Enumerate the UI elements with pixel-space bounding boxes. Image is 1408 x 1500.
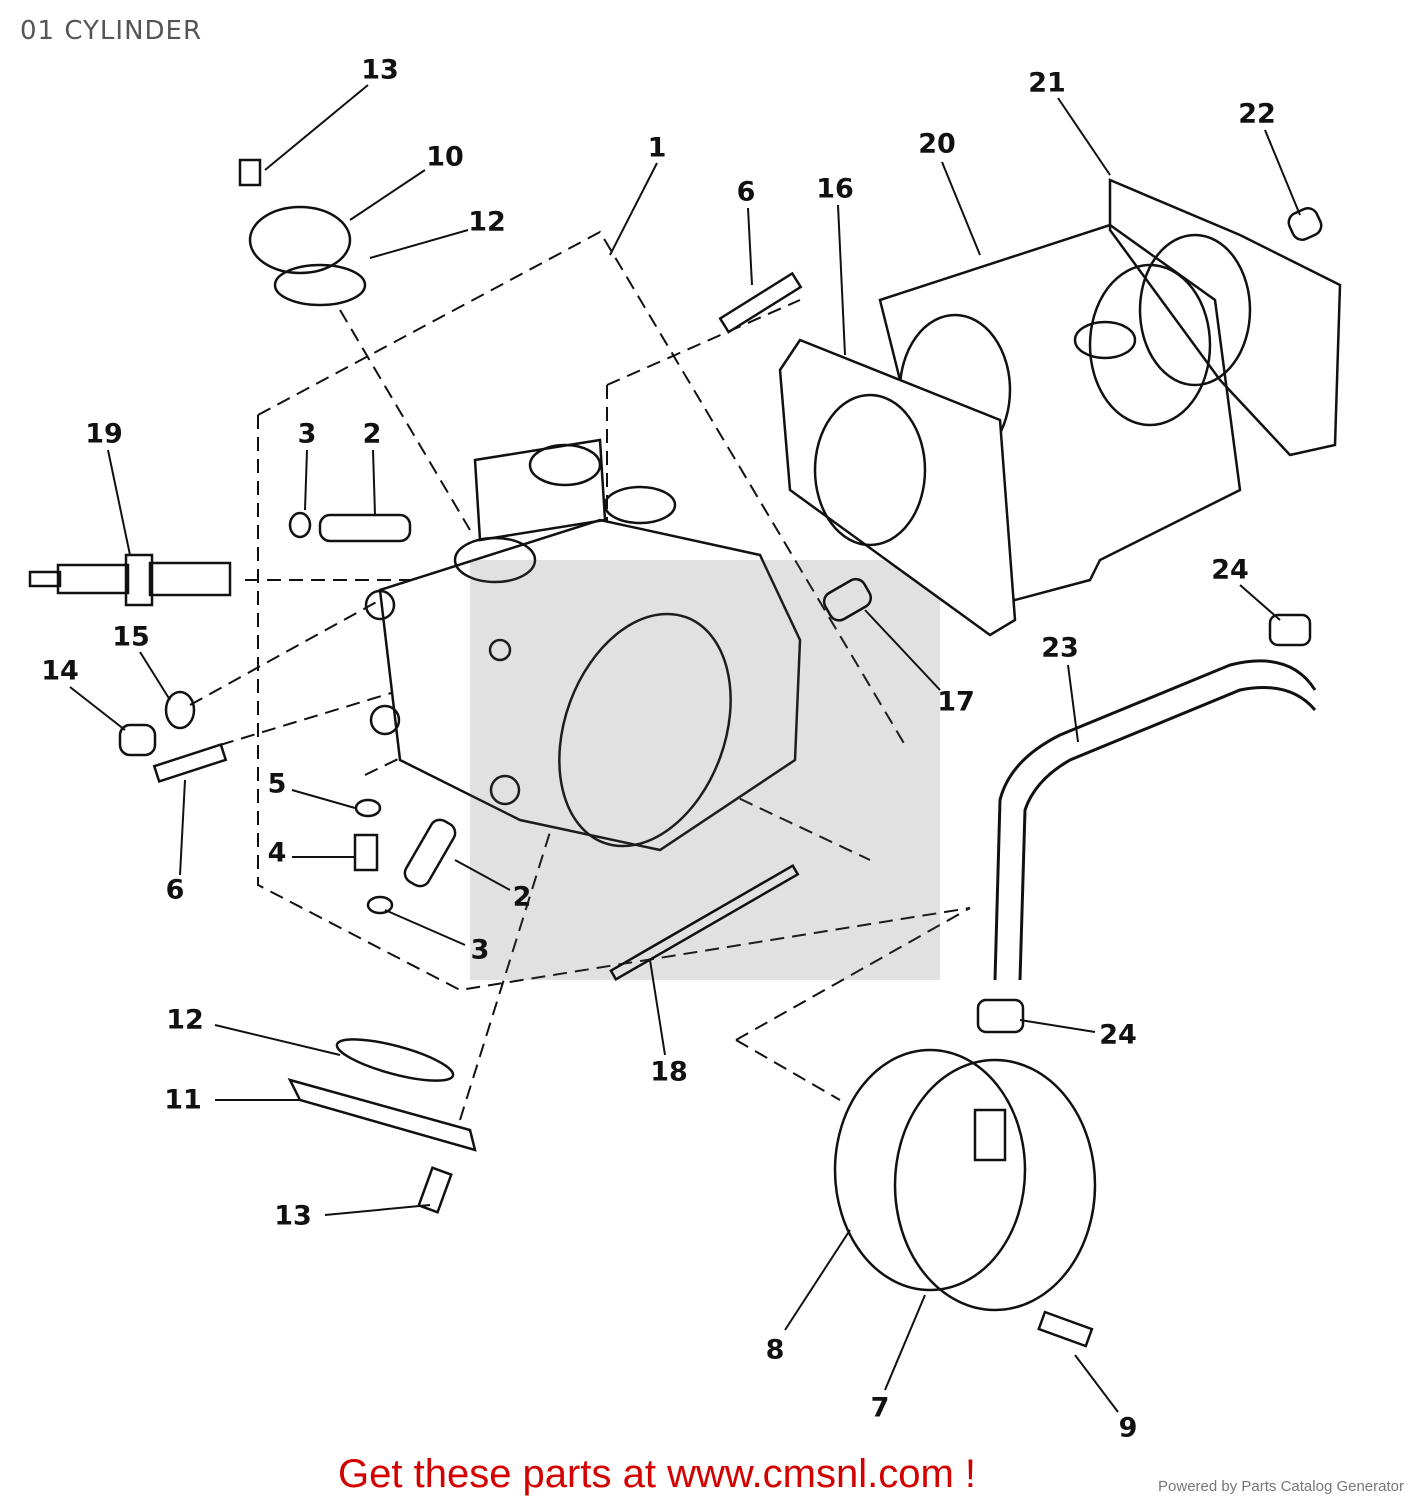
dowel-pin-17 [822, 577, 873, 622]
callout-20: 20 [918, 128, 956, 160]
cylinder-head [364, 438, 802, 852]
leader-lines [69, 84, 1301, 1413]
thermostat-housing [833, 1048, 1097, 1348]
callout-3: 3 [297, 418, 317, 450]
callout-6: 6 [736, 176, 756, 208]
callout-5: 5 [267, 768, 287, 800]
callout-12: 12 [468, 206, 506, 238]
callout-7: 7 [870, 1392, 890, 1424]
callout-8: 8 [765, 1334, 785, 1366]
watermark-dots [470, 560, 940, 980]
washer-15 [164, 690, 196, 730]
diagram-title: 01 CYLINDER [20, 16, 203, 46]
callout-12: 12 [166, 1004, 204, 1036]
callout-9: 9 [1118, 1412, 1138, 1444]
callout-17: 17 [937, 686, 975, 718]
pin-2-bottom [403, 818, 457, 888]
dowel-pin-22 [1287, 207, 1323, 241]
callout-16: 16 [816, 173, 854, 205]
callout-21: 21 [1028, 67, 1066, 99]
callout-24: 24 [1211, 554, 1249, 586]
callout-10: 10 [426, 141, 464, 173]
clamp-24-top [1268, 613, 1312, 647]
callout-13: 13 [361, 54, 399, 86]
hose-23 [993, 659, 1317, 981]
callout-19: 19 [85, 418, 123, 450]
callout-22: 22 [1238, 98, 1276, 130]
clamp-24-bottom [976, 998, 1025, 1034]
cover-10 [248, 205, 352, 275]
cylinder-head-gasket [778, 338, 1017, 637]
callout-13: 13 [274, 1200, 312, 1232]
spark-plug [28, 553, 232, 607]
bolt-18 [609, 863, 800, 982]
callout-14: 14 [41, 655, 79, 687]
cmsnl-link[interactable]: Get these parts at www.cmsnl.com ! [338, 1452, 976, 1496]
callout-1: 1 [647, 132, 667, 164]
callout-24: 24 [1099, 1019, 1137, 1051]
callout-23: 23 [1041, 632, 1079, 664]
callout-18: 18 [650, 1056, 688, 1088]
callout-15: 15 [112, 621, 150, 653]
stud-6-left [152, 743, 228, 783]
callout-11: 11 [164, 1084, 202, 1116]
cylinder-base-gasket [1108, 178, 1342, 457]
callout-2: 2 [512, 881, 532, 913]
bolt-4 [353, 833, 379, 872]
callout-4: 4 [267, 837, 287, 869]
powered-by-text: Powered by Parts Catalog Generator [1158, 1478, 1404, 1495]
stud-6-top [718, 271, 803, 334]
cover-11 [287, 1078, 477, 1152]
washer-5 [354, 798, 382, 818]
nut-14 [118, 723, 157, 757]
pin-2-top [318, 513, 412, 543]
callout-2: 2 [362, 418, 382, 450]
callout-3: 3 [470, 934, 490, 966]
callout-6: 6 [165, 874, 185, 906]
